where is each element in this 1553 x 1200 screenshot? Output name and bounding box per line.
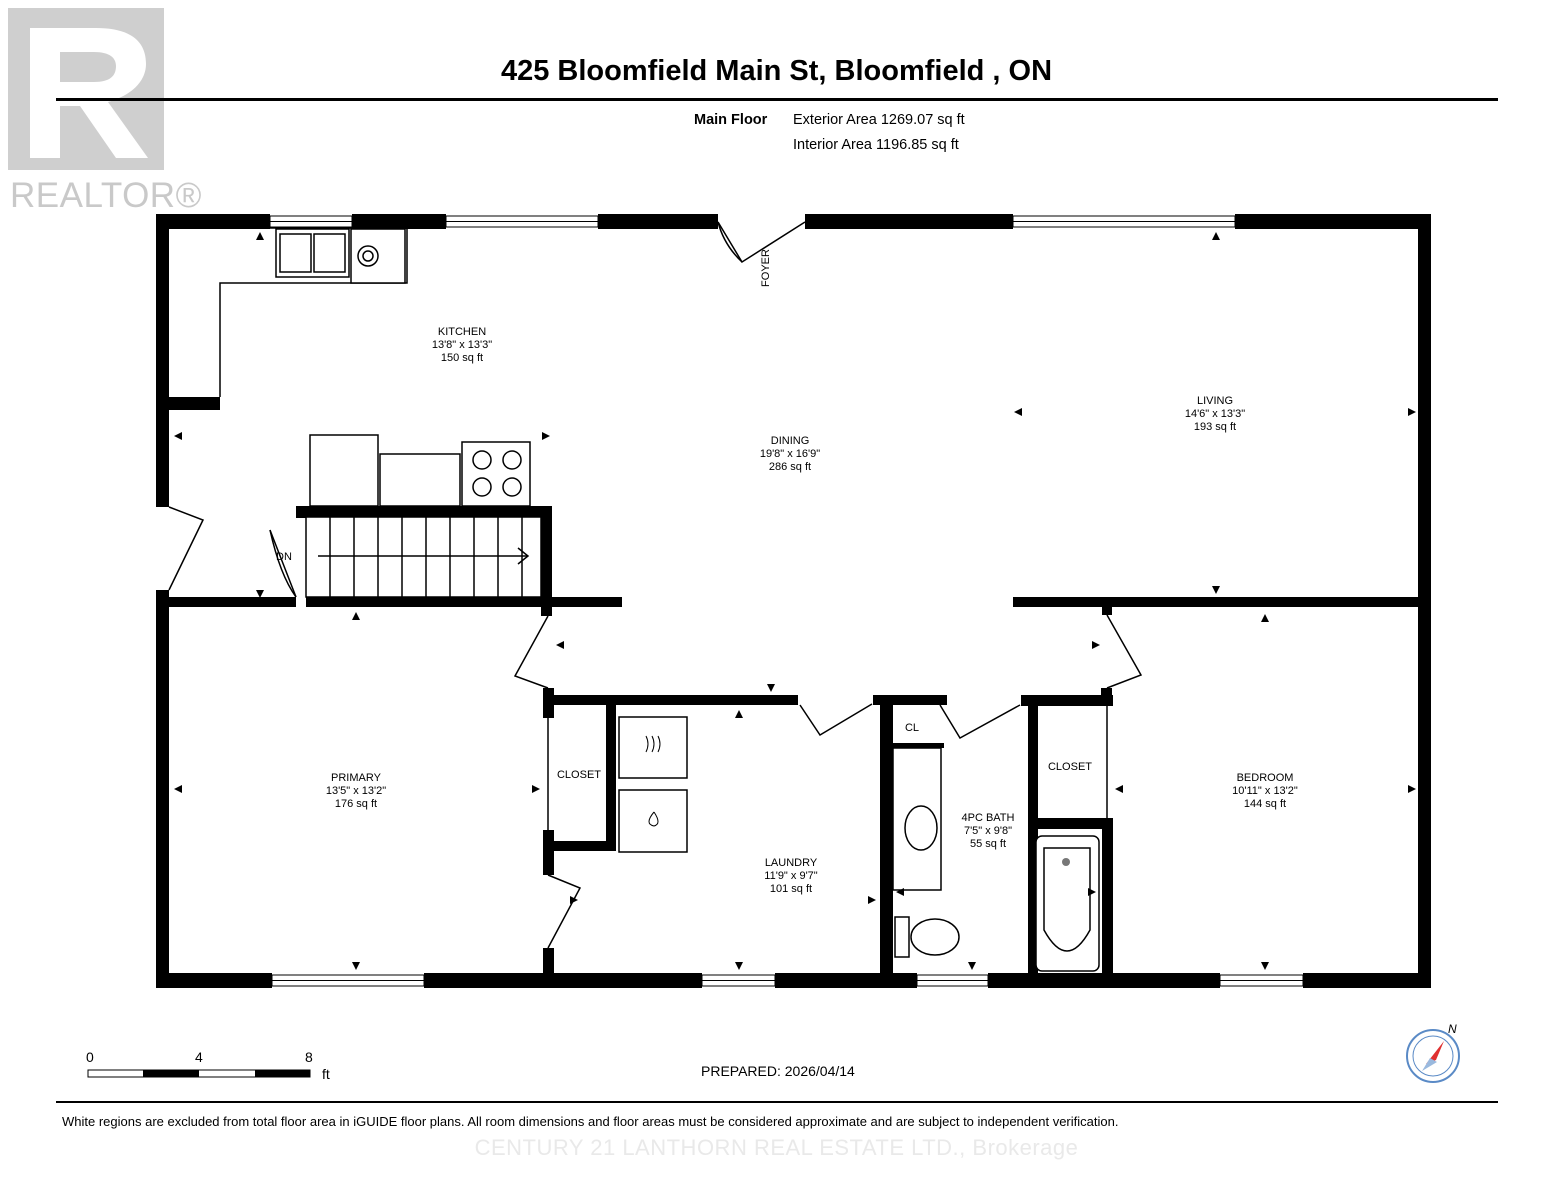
prepared-date: PREPARED: 2026/04/14 (701, 1063, 855, 1079)
closet-right-label: CLOSET (1048, 761, 1092, 773)
room-area: 101 sq ft (770, 883, 812, 895)
scale-unit: ft (322, 1066, 330, 1082)
exterior-area: Exterior Area 1269.07 sq ft (793, 112, 965, 128)
room-area: 193 sq ft (1194, 421, 1236, 433)
brokerage-watermark: CENTURY 21 LANTHORN REAL ESTATE LTD., Br… (474, 1135, 1079, 1160)
realtor-r-mark (8, 8, 164, 170)
page-title: 425 Bloomfield Main St, Bloomfield , ON (500, 55, 1053, 87)
scale-tick-4: 4 (195, 1049, 203, 1065)
room-area: 176 sq ft (335, 798, 377, 810)
walls (156, 214, 1431, 988)
realtor-logo: REALTOR® (8, 8, 201, 215)
room-dims: 13'5" x 13'2" (326, 785, 386, 797)
interior-area: Interior Area 1196.85 sq ft (793, 137, 959, 153)
disclaimer-text: White regions are excluded from total fl… (62, 1114, 1119, 1129)
closet-left-label: CLOSET (557, 769, 601, 781)
compass-icon (1406, 1029, 1460, 1083)
room-laundry: LAUNDRY 11'9" x 9'7" 101 sq ft (764, 857, 818, 895)
foyer-label: FOYER (760, 249, 772, 287)
fridge-icon (309, 434, 379, 507)
room-area: 150 sq ft (441, 352, 483, 364)
counter-icon (379, 453, 461, 507)
scale-tick-0: 0 (86, 1049, 94, 1065)
room-dims: 10'11" x 13'2" (1232, 785, 1298, 797)
cl-label: CL (905, 722, 919, 734)
room-name: DINING (771, 435, 810, 447)
room-dims: 13'8" x 13'3" (432, 339, 492, 351)
room-dining: DINING 19'8" x 16'9" 286 sq ft (760, 435, 820, 473)
scale-tick-8: 8 (305, 1049, 313, 1065)
realtor-logo-text: REALTOR® (10, 176, 202, 215)
dryer-icon (618, 716, 688, 779)
room-name: PRIMARY (331, 772, 382, 784)
room-dims: 11'9" x 9'7" (764, 870, 817, 882)
room-dims: 7'5" x 9'8" (964, 825, 1012, 837)
toilet-tank-icon (894, 916, 910, 958)
stairs-icon (305, 516, 542, 598)
room-name: LAUNDRY (765, 857, 818, 869)
room-area: 55 sq ft (970, 838, 1006, 850)
floor-name: Main Floor (694, 112, 768, 128)
windows (269, 215, 1304, 987)
room-name: LIVING (1197, 395, 1233, 407)
room-name: BEDROOM (1237, 772, 1294, 784)
scale-bar (87, 1069, 311, 1078)
compass-north-label: N (1448, 1022, 1457, 1036)
footer-divider (56, 1101, 1498, 1103)
room-dims: 19'8" x 16'9" (760, 448, 820, 460)
room-area: 286 sq ft (769, 461, 811, 473)
room-area: 144 sq ft (1244, 798, 1286, 810)
stairs-down-label: DN (276, 551, 292, 563)
room-name: 4PC BATH (962, 812, 1015, 824)
title-divider (56, 98, 1498, 101)
room-dims: 14'6" x 13'3" (1185, 408, 1245, 420)
vanity-icon (892, 747, 942, 891)
room-bedroom: BEDROOM 10'11" x 13'2" 144 sq ft (1232, 772, 1298, 810)
room-bath: 4PC BATH 7'5" x 9'8" 55 sq ft (962, 812, 1015, 850)
room-kitchen: KITCHEN 13'8" x 13'3" 150 sq ft (432, 326, 492, 364)
room-primary: PRIMARY 13'5" x 13'2" 176 sq ft (326, 772, 386, 810)
room-living: LIVING 14'6" x 13'3" 193 sq ft (1185, 395, 1245, 433)
fixtures (169, 227, 1100, 972)
dimension-markers (174, 232, 1416, 970)
room-name: KITCHEN (438, 326, 486, 338)
toilet-icon (910, 918, 960, 956)
bathtub-icon (1035, 835, 1100, 972)
sink-icon (904, 805, 938, 851)
washer-icon (618, 789, 688, 853)
stove-icon (461, 441, 531, 507)
doors (168, 221, 1143, 949)
